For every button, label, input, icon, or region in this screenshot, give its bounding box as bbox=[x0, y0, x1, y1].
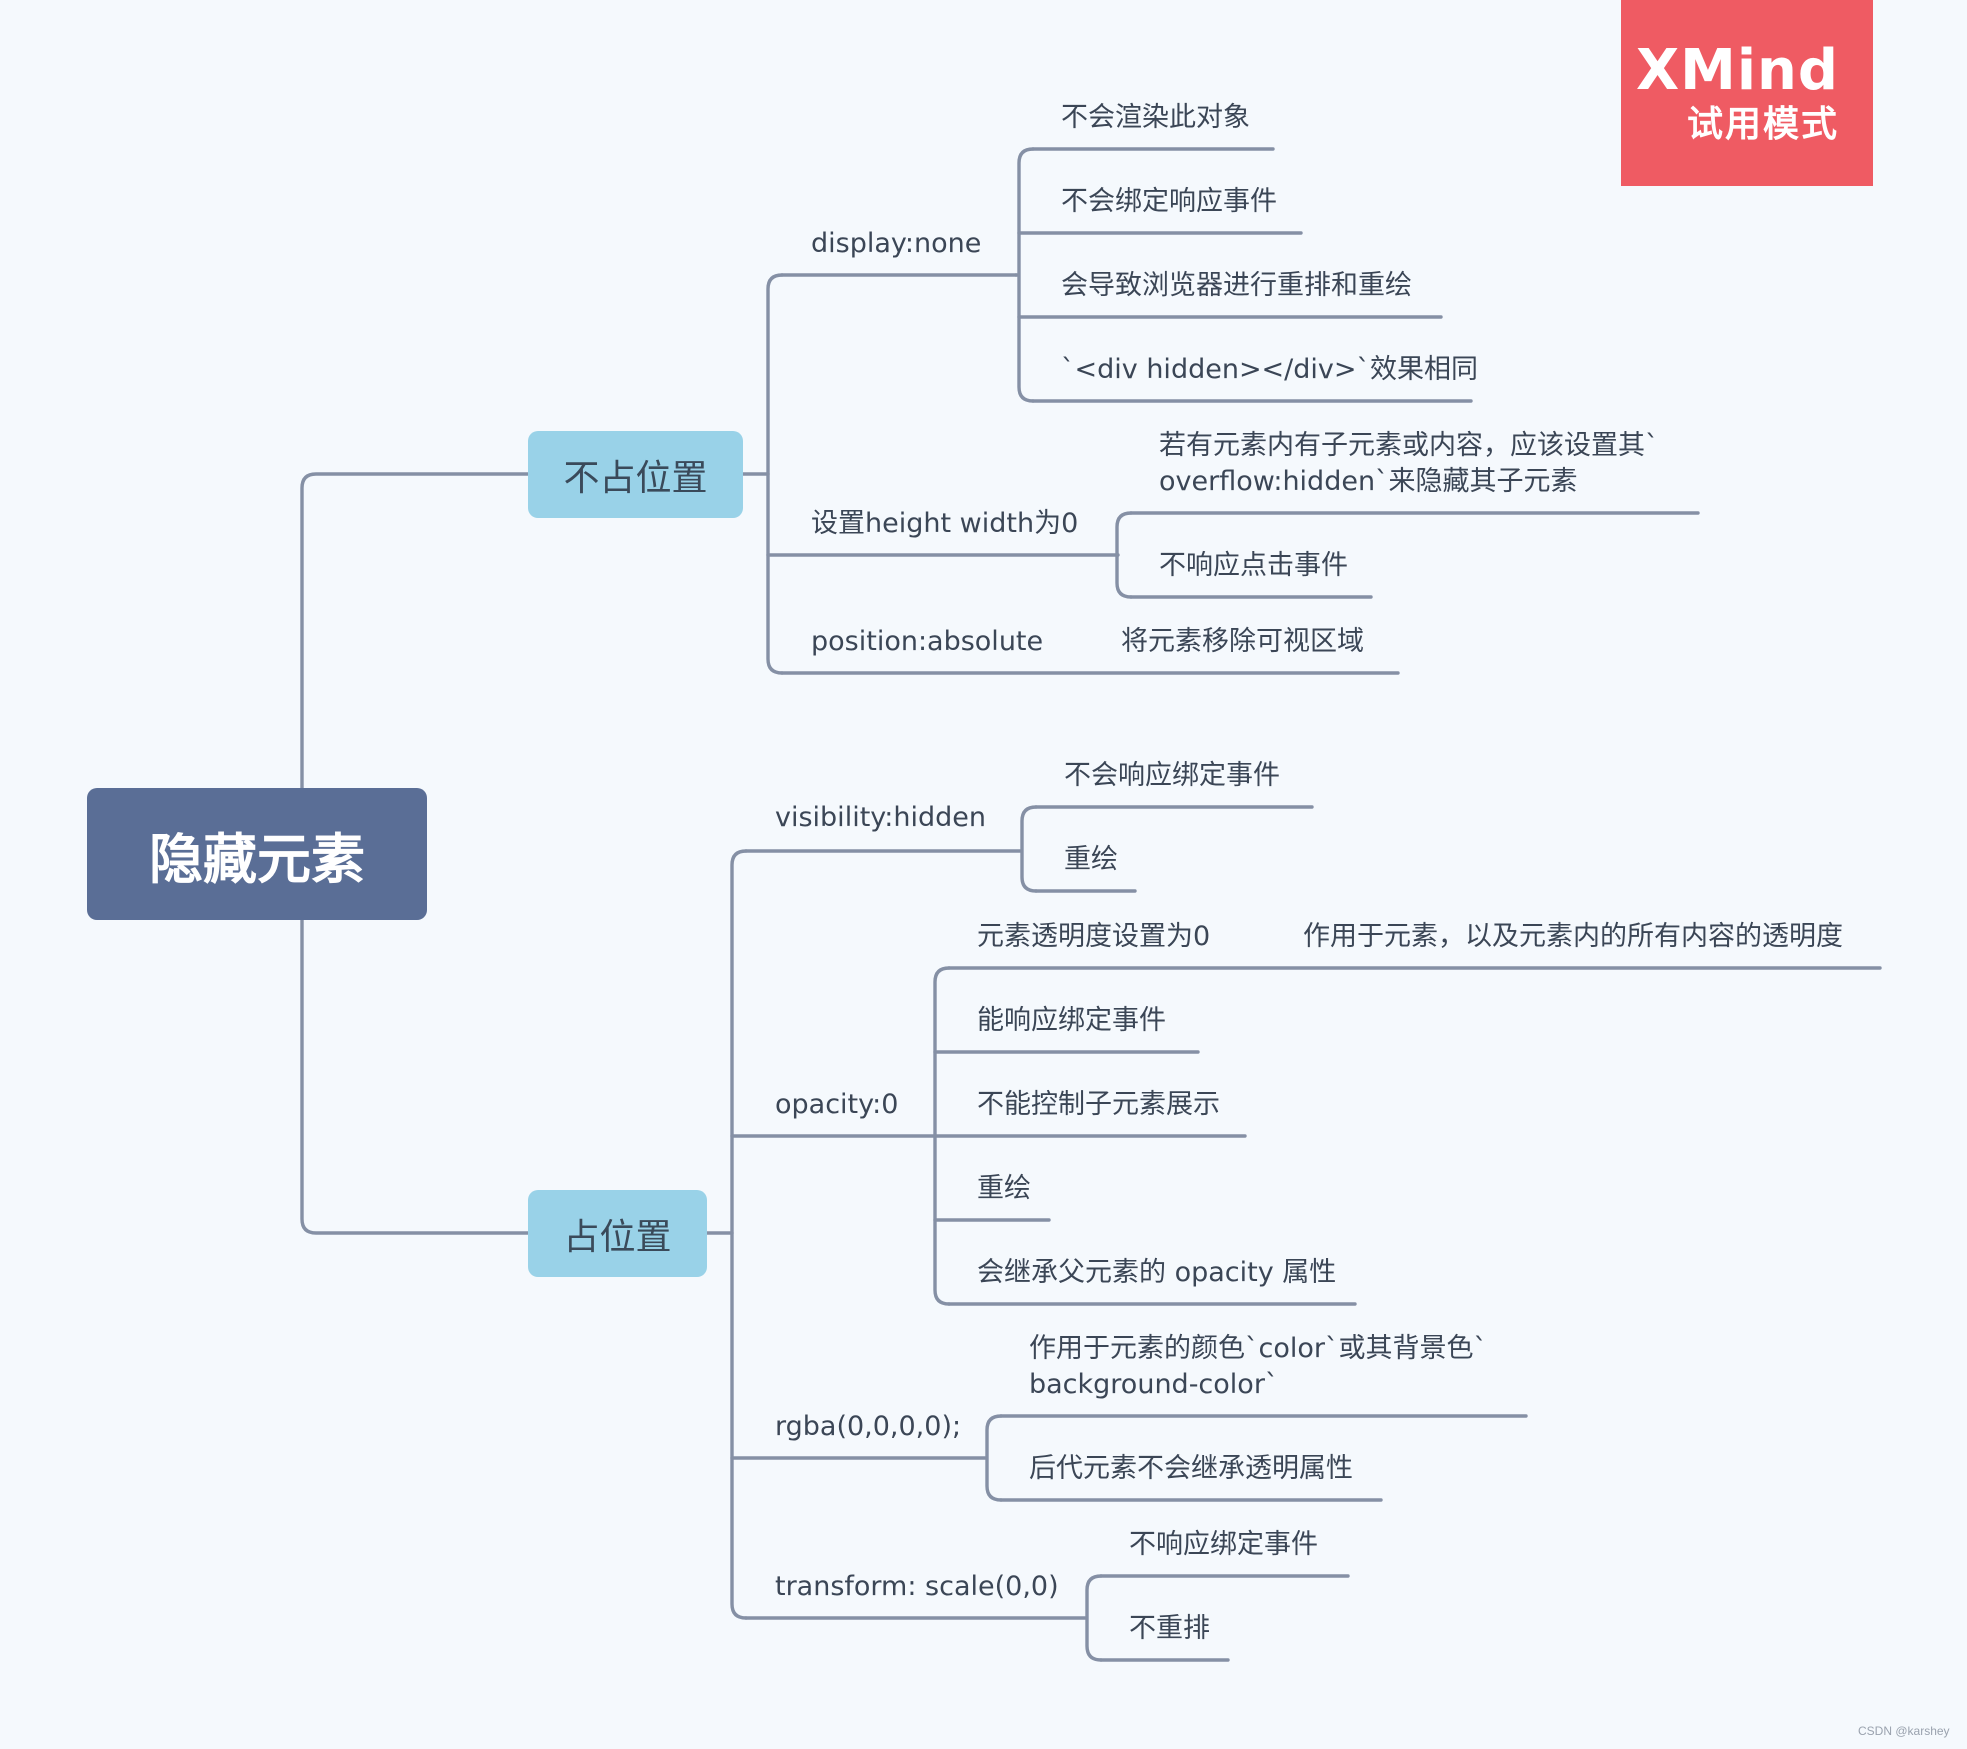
leaf-op-2[interactable]: 能响应绑定事件 bbox=[977, 1005, 1166, 1036]
connector-not-occupy-bracket bbox=[766, 273, 784, 675]
leaf-rgba-1a[interactable]: 作用于元素的颜色`color`或其背景色` bbox=[1029, 1333, 1487, 1364]
leaf-op-5[interactable]: 会继承父元素的 opacity 属性 bbox=[977, 1257, 1337, 1288]
connector-root-not-occupy bbox=[300, 472, 530, 790]
subtopic-opacity[interactable]: opacity:0 bbox=[775, 1089, 899, 1120]
badge-brand: XMind bbox=[1635, 38, 1839, 103]
connector-visibility-bracket bbox=[1020, 805, 1038, 893]
leaf-sz-1b[interactable]: overflow:hidden`来隐藏其子元素 bbox=[1159, 466, 1578, 497]
leaf-tf-2[interactable]: 不重排 bbox=[1129, 1613, 1210, 1644]
leaf-op-3[interactable]: 不能控制子元素展示 bbox=[977, 1089, 1220, 1120]
leaf-op-transparency-detail[interactable]: 作用于元素，以及元素内的所有内容的透明度 bbox=[1303, 921, 1843, 952]
subtopic-visibility-hidden[interactable]: visibility:hidden bbox=[775, 802, 987, 833]
topic-not-occupy[interactable]: 不占位置 bbox=[528, 431, 743, 518]
connector-size-zero-bracket bbox=[1115, 511, 1133, 599]
leaf-tf-1[interactable]: 不响应绑定事件 bbox=[1129, 1529, 1318, 1560]
leaf-sz-1a[interactable]: 若有元素内有子元素或内容，应该设置其` bbox=[1159, 430, 1659, 461]
leaf-sz-2[interactable]: 不响应点击事件 bbox=[1159, 550, 1348, 581]
leaf-dn-1[interactable]: 不会渲染此对象 bbox=[1061, 102, 1250, 133]
subtopic-size-zero[interactable]: 设置height width为0 bbox=[811, 508, 1079, 539]
subtopic-transform[interactable]: transform: scale(0,0) bbox=[775, 1571, 1059, 1602]
leaf-op-4[interactable]: 重绘 bbox=[977, 1173, 1031, 1204]
topic-occupy[interactable]: 占位置 bbox=[528, 1190, 707, 1277]
connector-root-occupy bbox=[300, 918, 530, 1235]
leaf-rgba-2[interactable]: 后代元素不会继承透明属性 bbox=[1029, 1453, 1353, 1484]
connector-display-none-bracket bbox=[1014, 147, 1035, 403]
subtopic-display-none[interactable]: display:none bbox=[811, 228, 982, 259]
leaf-op-transparency[interactable]: 元素透明度设置为0 bbox=[977, 921, 1211, 952]
subtopic-rgba[interactable]: rgba(0,0,0,0); bbox=[775, 1411, 962, 1442]
badge-mode: 试用模式 bbox=[1686, 104, 1839, 145]
connector-rgba-bracket bbox=[985, 1414, 1003, 1502]
leaf-rgba-1b[interactable]: background-color` bbox=[1029, 1369, 1279, 1400]
connector-occupy-bracket bbox=[730, 849, 748, 1620]
subtopic-position-absolute[interactable]: position:absolute bbox=[811, 626, 1044, 657]
leaf-dn-4[interactable]: `<div hidden></div>`效果相同 bbox=[1061, 354, 1479, 385]
leaf-vis-1[interactable]: 不会响应绑定事件 bbox=[1064, 760, 1280, 791]
watermark-credit: CSDN @karshey bbox=[1858, 1724, 1950, 1738]
root-node[interactable]: 隐藏元素 bbox=[87, 788, 427, 920]
leaf-dn-3[interactable]: 会导致浏览器进行重排和重绘 bbox=[1061, 270, 1412, 301]
leaf-vis-2[interactable]: 重绘 bbox=[1064, 844, 1118, 875]
leaf-pa-1[interactable]: 将元素移除可视区域 bbox=[1121, 626, 1364, 657]
leaf-dn-2[interactable]: 不会绑定响应事件 bbox=[1061, 186, 1277, 217]
connector-transform-bracket bbox=[1085, 1574, 1103, 1662]
trial-badge: XMind 试用模式 bbox=[1621, 0, 1873, 186]
